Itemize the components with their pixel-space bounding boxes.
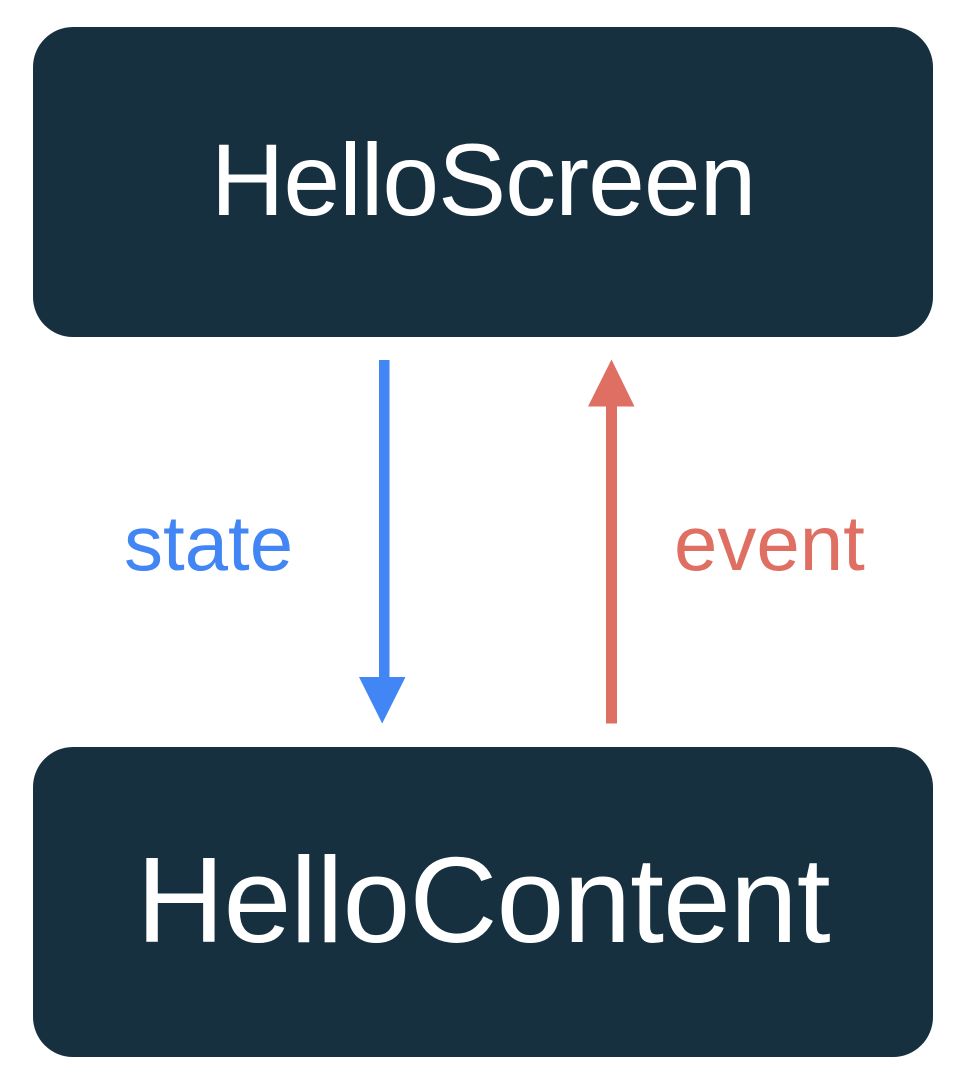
edge-label-state: state	[124, 499, 294, 587]
event-arrow-up-icon	[588, 359, 635, 724]
state-arrow-shaft	[379, 360, 390, 678]
node-hello-screen-label: HelloScreen	[210, 123, 757, 237]
state-arrow-down-icon	[359, 360, 406, 724]
state-arrow-head	[359, 677, 406, 724]
event-arrow-head	[588, 359, 635, 407]
node-hello-content-label: HelloContent	[136, 832, 830, 968]
node-hello-content[interactable]: HelloContent	[33, 747, 933, 1057]
edge-label-event: event	[674, 499, 865, 587]
node-hello-screen[interactable]: HelloScreen	[33, 27, 933, 337]
event-arrow-shaft	[606, 406, 617, 724]
